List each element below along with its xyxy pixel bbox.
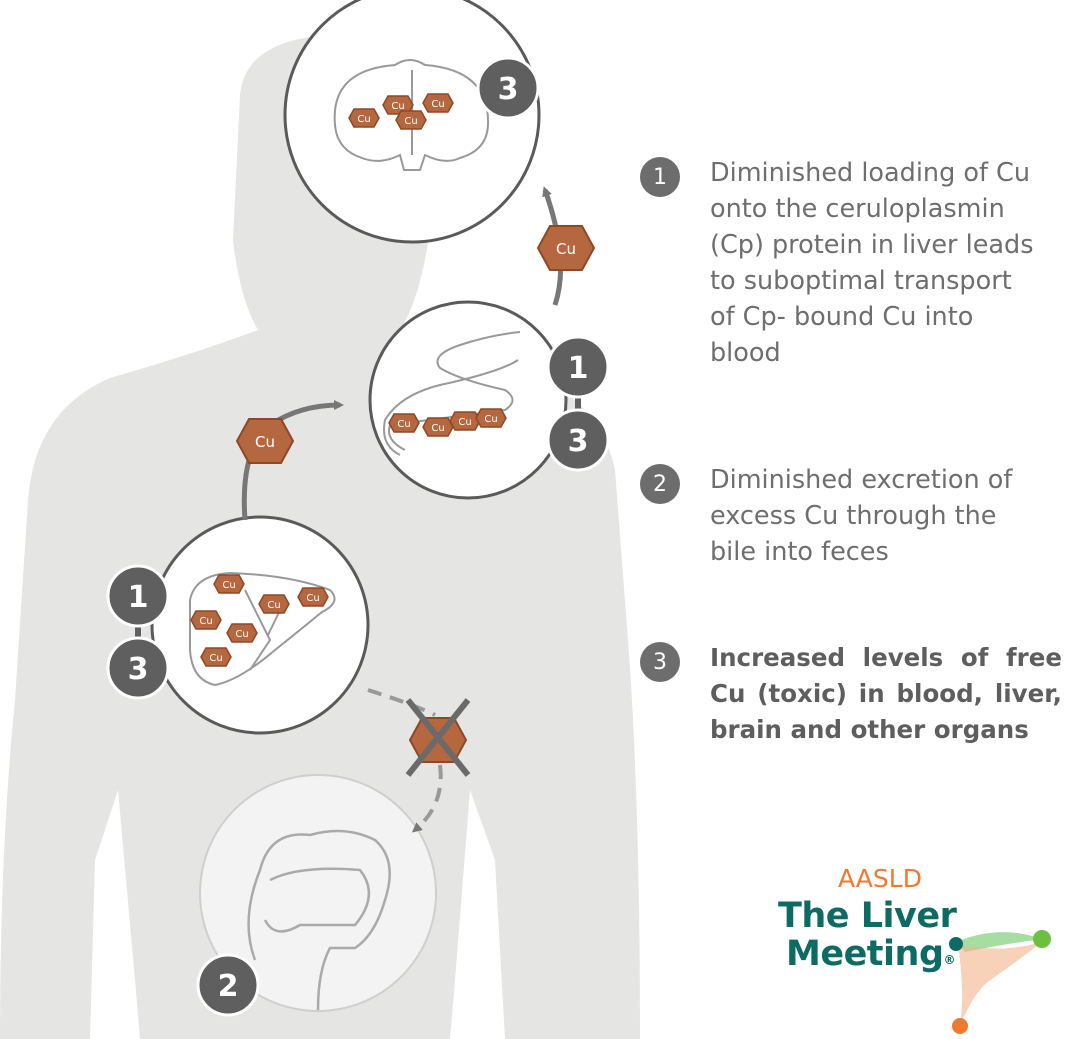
cu-hexagon-lower: Cu — [237, 419, 293, 463]
brain-panel: Cu Cu Cu Cu — [285, 0, 539, 242]
svg-text:Cu: Cu — [267, 600, 280, 611]
intestine-marker-2: 2 — [198, 955, 258, 1015]
legend-marker-3: 3 — [640, 642, 680, 682]
legend-marker-1: 1 — [640, 157, 680, 197]
svg-text:Cu: Cu — [458, 417, 471, 428]
blood-marker-1: 1 — [548, 337, 608, 397]
svg-text:Cu: Cu — [431, 99, 444, 110]
brain-marker-3: 3 — [478, 58, 538, 118]
svg-text:Cu: Cu — [397, 419, 410, 430]
logo-registered-mark: ® — [944, 953, 956, 967]
legend-text-3: Increased levels of free Cu (toxic) in b… — [710, 640, 1062, 748]
logo-line-1: The Liver — [778, 898, 956, 934]
logo-org: AASLD — [838, 864, 922, 893]
svg-text:3: 3 — [498, 72, 519, 107]
blood-marker-3: 3 — [548, 410, 608, 470]
logo-line-2: Meeting® — [786, 936, 955, 972]
svg-text:Cu: Cu — [255, 433, 275, 451]
svg-text:Cu: Cu — [306, 593, 319, 604]
logo-line-2-text: Meeting — [786, 934, 944, 974]
legend-text-2: Diminished excretion of excess Cu throug… — [710, 462, 1070, 570]
svg-text:Cu: Cu — [431, 423, 444, 434]
svg-text:1: 1 — [128, 580, 149, 615]
svg-text:Cu: Cu — [235, 629, 248, 640]
svg-text:Cu: Cu — [404, 116, 417, 127]
cu-hexagon-upper: Cu — [538, 226, 594, 270]
svg-text:Cu: Cu — [556, 240, 576, 258]
svg-text:2: 2 — [218, 969, 239, 1004]
svg-text:3: 3 — [568, 424, 589, 459]
svg-text:Cu: Cu — [357, 114, 370, 125]
svg-text:Cu: Cu — [209, 653, 222, 664]
svg-text:Cu: Cu — [222, 580, 235, 591]
liver-marker-3: 3 — [108, 638, 168, 698]
svg-text:Cu: Cu — [199, 616, 212, 627]
wilson-disease-diagram: Cu Cu Cu Cu Cu Cu Cu Cu Cu Cu Cu Cu Cu C… — [0, 0, 640, 1039]
liver-panel: Cu Cu Cu Cu Cu Cu — [152, 517, 368, 733]
liver-marker-1: 1 — [108, 566, 168, 626]
legend-marker-2: 2 — [640, 464, 680, 504]
svg-text:Cu: Cu — [484, 414, 497, 425]
svg-text:3: 3 — [128, 652, 149, 687]
aasld-liver-meeting-logo: AASLD The Liver Meeting® — [760, 864, 1080, 1039]
blood-panel: Cu Cu Cu Cu — [370, 302, 566, 498]
legend-text-1: Diminished loading of Cu onto the cerulo… — [710, 155, 1070, 371]
svg-text:1: 1 — [568, 351, 589, 386]
